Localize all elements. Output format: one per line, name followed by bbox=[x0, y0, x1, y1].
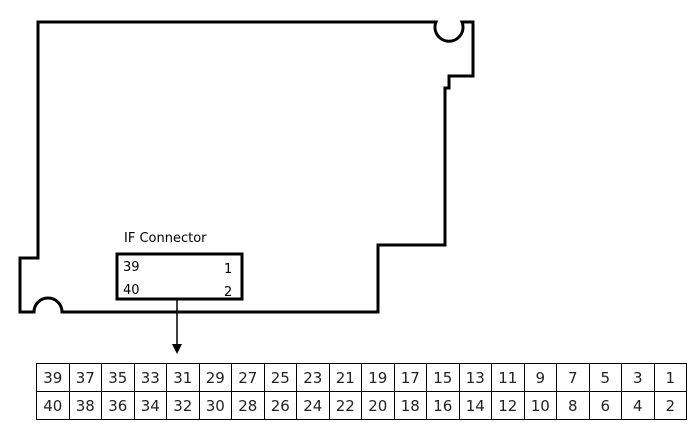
pin-cell: 8 bbox=[556, 391, 590, 420]
pin-cell: 21 bbox=[328, 363, 362, 392]
if-connector-box bbox=[115, 252, 244, 301]
pin-cell: 3 bbox=[621, 363, 655, 392]
pin-cell: 11 bbox=[491, 363, 525, 392]
pin-cell: 32 bbox=[166, 391, 200, 420]
pin-cell: 2 bbox=[653, 391, 687, 420]
pin-cell: 23 bbox=[296, 363, 330, 392]
pin-cell: 22 bbox=[328, 391, 362, 420]
pin-cell: 9 bbox=[523, 363, 557, 392]
pin-label-1: 1 bbox=[224, 262, 232, 277]
pin-label-2: 2 bbox=[224, 285, 232, 300]
pin-cell: 6 bbox=[588, 391, 622, 420]
if-connector-label: IF Connector bbox=[124, 231, 207, 246]
pin-cell: 36 bbox=[101, 391, 135, 420]
pin-cell: 27 bbox=[231, 363, 265, 392]
pin-cell: 16 bbox=[426, 391, 460, 420]
pin-cell: 40 bbox=[36, 391, 70, 420]
pin-cell: 10 bbox=[523, 391, 557, 420]
pin-cell: 1 bbox=[653, 363, 687, 392]
pin-cell: 7 bbox=[556, 363, 590, 392]
pin-cell: 25 bbox=[263, 363, 297, 392]
pin-cell: 31 bbox=[166, 363, 200, 392]
pin-cell: 30 bbox=[198, 391, 232, 420]
pin-cell: 14 bbox=[458, 391, 492, 420]
pin-cell: 29 bbox=[198, 363, 232, 392]
pin-cell: 17 bbox=[393, 363, 427, 392]
pin-cell: 15 bbox=[426, 363, 460, 392]
pin-cell: 26 bbox=[263, 391, 297, 420]
pin-cell: 39 bbox=[36, 363, 70, 392]
pin-label-39: 39 bbox=[123, 260, 140, 275]
pin-cell: 19 bbox=[361, 363, 395, 392]
board-diagram: IF Connector 39 1 40 2 bbox=[18, 20, 475, 354]
pin-cell: 33 bbox=[133, 363, 167, 392]
pin-cell: 24 bbox=[296, 391, 330, 420]
pin-cell: 34 bbox=[133, 391, 167, 420]
pin-cell: 5 bbox=[588, 363, 622, 392]
arrow-head-icon bbox=[172, 344, 182, 354]
pin-cell: 38 bbox=[68, 391, 102, 420]
pin-cell: 37 bbox=[68, 363, 102, 392]
pin-cell: 20 bbox=[361, 391, 395, 420]
pin-cell: 4 bbox=[621, 391, 655, 420]
pin-cell: 28 bbox=[231, 391, 265, 420]
pin-cell: 13 bbox=[458, 363, 492, 392]
board-outline bbox=[18, 20, 475, 314]
pin-label-40: 40 bbox=[123, 283, 140, 298]
pin-cell: 18 bbox=[393, 391, 427, 420]
pin-cell: 35 bbox=[101, 363, 135, 392]
pin-cell: 12 bbox=[491, 391, 525, 420]
